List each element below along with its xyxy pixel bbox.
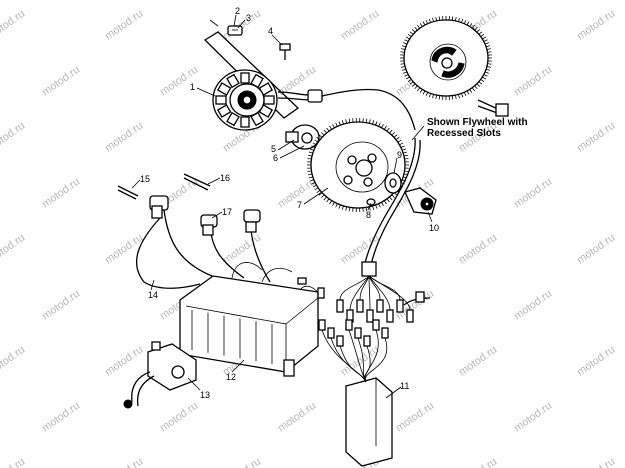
- watermark-text: motod.ru: [103, 456, 145, 468]
- watermark-text: motod.ru: [457, 344, 499, 379]
- leader-lines: [131, 14, 433, 399]
- callout-11: 11: [400, 381, 409, 391]
- watermark-text: motod.ru: [339, 344, 381, 379]
- spark-plug-cap-1: [149, 195, 169, 219]
- pulser-coil: [404, 187, 437, 215]
- stator-harness: [336, 137, 431, 323]
- flywheel-nut: [384, 172, 402, 194]
- callout-16: 16: [220, 173, 230, 183]
- watermark-text: motod.ru: [40, 64, 82, 99]
- watermark-text: motod.ru: [221, 456, 263, 468]
- flywheel-bolt: [477, 99, 509, 117]
- callout-13: 13: [200, 390, 210, 400]
- spark-plug-cap-3: [243, 209, 261, 233]
- callout-9: 9: [397, 150, 402, 160]
- watermark-text: motod.ru: [339, 8, 381, 43]
- watermark-text: motod.ru: [575, 232, 617, 267]
- callout-2: 2: [235, 6, 240, 16]
- cdi-box: [318, 319, 393, 467]
- callout-1: 1: [190, 82, 195, 92]
- screw-16: [183, 173, 211, 191]
- watermark-text: motod.ru: [457, 456, 499, 468]
- watermark-text: motod.ru: [512, 288, 554, 323]
- watermark-text: motod.ru: [394, 400, 436, 435]
- spark-plug-cap-2: [200, 214, 218, 236]
- watermark-text: motod.ru: [103, 344, 145, 379]
- flywheel-center: [307, 118, 409, 212]
- watermark-text: motod.ru: [40, 400, 82, 435]
- voltage-regulator: [123, 341, 197, 409]
- watermark-text: motod.ru: [0, 120, 27, 155]
- watermark-text: motod.ru: [575, 344, 617, 379]
- screw-15: [117, 185, 139, 200]
- callout-12: 12: [226, 372, 236, 382]
- stator-screw: [209, 19, 243, 36]
- watermark-text: motod.ru: [40, 176, 82, 211]
- callout-7: 7: [297, 200, 302, 210]
- callout-4: 4: [268, 26, 273, 36]
- watermark-layer: motod.ru motod.ru motod.ru motod.ru motod.ru…: [0, 8, 617, 468]
- watermark-text: motod.ru: [512, 400, 554, 435]
- callout-14: 14: [148, 290, 158, 300]
- watermark-text: motod.ru: [512, 176, 554, 211]
- stator-assembly: [203, 31, 416, 131]
- watermark-text: motod.ru: [575, 8, 617, 43]
- watermark-text: motod.ru: [221, 8, 263, 43]
- callout-8: 8: [366, 210, 371, 220]
- watermark-text: motod.ru: [0, 456, 27, 468]
- callout-5: 5: [271, 144, 276, 154]
- callout-6: 6: [273, 153, 278, 163]
- callout-15: 15: [140, 174, 150, 184]
- watermark-text: motod.ru: [0, 232, 27, 267]
- watermark-text: motod.ru: [575, 456, 617, 468]
- watermark-text: motod.ru: [575, 120, 617, 155]
- callout-3: 3: [246, 13, 251, 23]
- flywheel-recessed-slots: [400, 16, 492, 100]
- callout-10: 10: [429, 223, 439, 233]
- screw-4: [279, 43, 291, 60]
- watermark-text: motod.ru: [0, 8, 27, 43]
- watermark-text: motod.ru: [221, 232, 263, 267]
- flywheel-hub: [285, 124, 320, 150]
- callout-17: 17: [222, 207, 232, 217]
- coil-wires: [231, 262, 325, 299]
- watermark-text: motod.ru: [276, 400, 318, 435]
- watermark-text: motod.ru: [158, 400, 200, 435]
- note-line-2: Recessed Slots: [427, 128, 501, 139]
- note-line-1: Shown Flywheel with: [427, 117, 528, 128]
- watermark-text: motod.ru: [103, 120, 145, 155]
- watermark-text: motod.ru: [512, 64, 554, 99]
- watermark-text: motod.ru: [457, 232, 499, 267]
- watermark-text: motod.ru: [103, 8, 145, 43]
- ignition-coil: [179, 275, 319, 377]
- watermark-text: motod.ru: [0, 344, 27, 379]
- washer: [366, 198, 376, 206]
- watermark-text: motod.ru: [40, 288, 82, 323]
